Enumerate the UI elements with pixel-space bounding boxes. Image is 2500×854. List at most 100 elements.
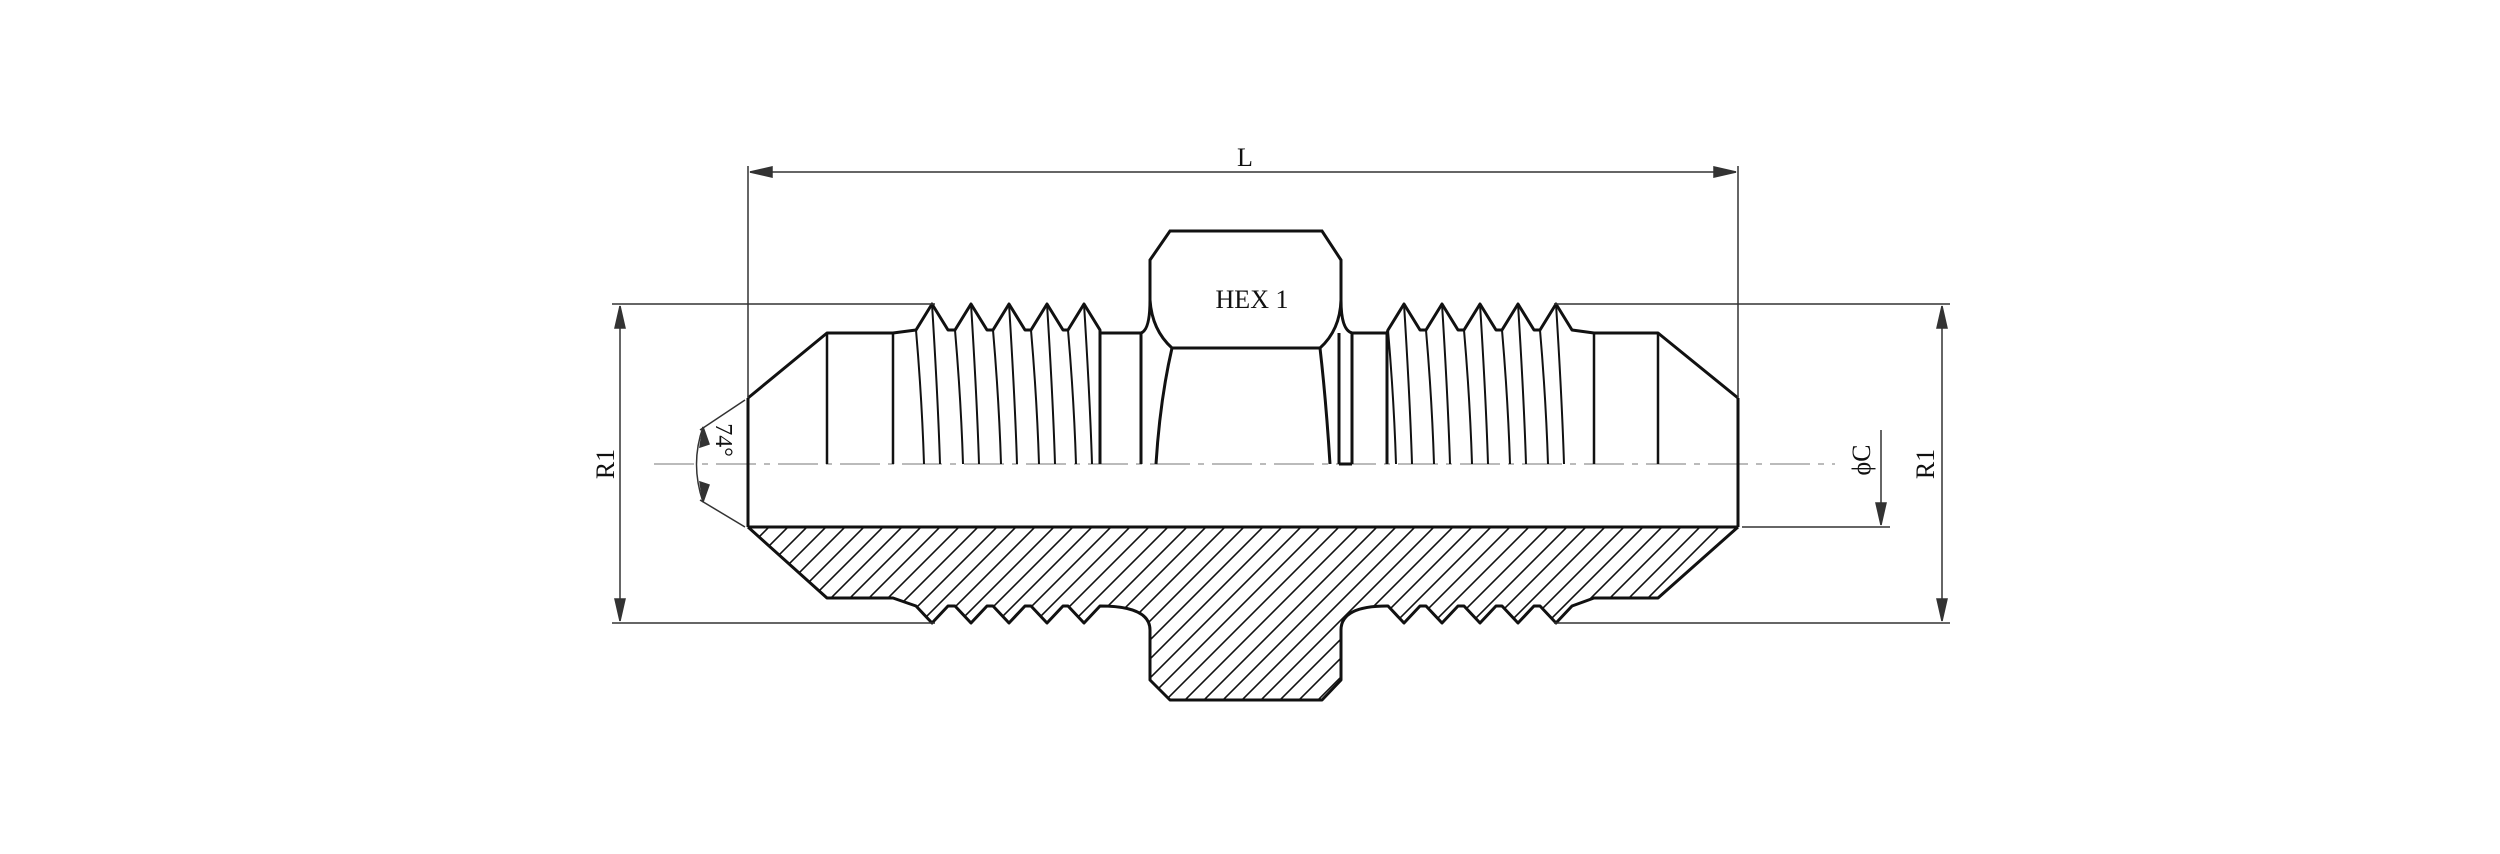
hatch-line	[1658, 527, 1738, 700]
thread-line	[1425, 329, 1435, 465]
hatch-line	[748, 527, 796, 700]
hatch-line	[1773, 520, 1973, 720]
fitting-upper-view	[747, 302, 1739, 465]
thread-line	[1463, 329, 1473, 465]
hatch-line	[1164, 527, 1366, 700]
hatch-line	[1696, 527, 1738, 700]
hatch-line	[1145, 527, 1347, 700]
hatch-line	[1734, 527, 1738, 700]
thread-line	[1501, 329, 1511, 465]
hatch-line	[1031, 527, 1233, 700]
thread-line	[1479, 303, 1489, 465]
hatch-line	[1868, 520, 2068, 720]
thread-line	[954, 329, 964, 465]
hatch-line	[1601, 527, 1738, 700]
hatch-line	[1240, 527, 1442, 700]
thread-line	[1539, 329, 1549, 465]
thread-line	[1067, 329, 1077, 465]
section-hatching	[500, 520, 2087, 720]
fitting-section-view	[746, 525, 1739, 702]
thread-line	[970, 303, 980, 465]
hatch-line	[1849, 520, 2049, 720]
hatch-line	[993, 527, 1195, 700]
thread-line	[915, 329, 925, 465]
hatch-line	[748, 527, 891, 700]
hatch-line	[748, 527, 834, 700]
hatch-line	[748, 527, 777, 700]
thread-right-label: R1	[1911, 449, 1940, 479]
hatch-line	[1487, 527, 1689, 700]
thread-line	[1030, 329, 1040, 465]
hatch-line	[748, 527, 853, 700]
flare-angle-dimension	[695, 399, 746, 528]
hatch-line	[784, 527, 986, 700]
hatch-line	[1887, 520, 2087, 720]
thread-line	[1517, 303, 1527, 465]
hatch-line	[1830, 520, 2030, 720]
thread-line	[1387, 329, 1397, 465]
hatch-line	[748, 527, 758, 700]
hatch-line	[1107, 527, 1309, 700]
hatch-line	[1392, 527, 1594, 700]
hatch-line	[1373, 527, 1575, 700]
hatch-line	[748, 527, 815, 700]
hatch-line	[1278, 527, 1480, 700]
thread-line	[1008, 303, 1018, 465]
hatch-line	[1506, 527, 1708, 700]
hatch-line	[1335, 527, 1537, 700]
hatch-line	[1259, 527, 1461, 700]
hatch-line	[860, 527, 1062, 700]
hatch-line	[1126, 527, 1328, 700]
hatch-line	[1811, 520, 2011, 720]
hatch-line	[1221, 527, 1423, 700]
hatch-line	[538, 520, 738, 720]
hatch-line	[1411, 527, 1613, 700]
hex-label: HEX 1	[1216, 285, 1289, 314]
hatch-line	[1525, 527, 1727, 700]
thread-line	[1083, 303, 1093, 465]
hatch-line	[1297, 527, 1499, 700]
hatch-line	[1677, 527, 1738, 700]
flare-angle-label: 74°	[710, 423, 736, 457]
length-label: L	[1237, 143, 1253, 172]
hatch-line	[1715, 527, 1738, 700]
hatch-line	[1468, 527, 1670, 700]
hatch-line	[1430, 527, 1632, 700]
hatch-line	[955, 527, 1157, 700]
hatch-line	[748, 527, 929, 700]
hatch-line	[1316, 527, 1518, 700]
thread-line	[1441, 303, 1451, 465]
dimension-R1-right	[1554, 303, 1950, 624]
thread-line	[1403, 303, 1413, 465]
hex-body	[1098, 229, 1389, 466]
dimension-R1-left	[612, 303, 935, 624]
hatch-line	[1582, 527, 1738, 700]
upper-outline	[747, 302, 1739, 400]
hatch-line	[519, 520, 719, 720]
hatch-line	[822, 527, 1024, 700]
hatch-line	[748, 527, 910, 700]
hatch-line	[1544, 527, 1738, 700]
hatch-line	[1563, 527, 1738, 700]
hatch-line	[1792, 520, 1992, 720]
hatch-line	[1069, 527, 1271, 700]
hatch-line	[1354, 527, 1556, 700]
hatch-line	[1088, 527, 1290, 700]
hatch-line	[1620, 527, 1738, 700]
hatch-line	[1202, 527, 1404, 700]
dimension-bore	[1742, 430, 1890, 528]
hatch-line	[1639, 527, 1738, 700]
hatch-line	[1449, 527, 1651, 700]
thread-line	[931, 303, 941, 465]
thread-line	[1555, 303, 1565, 465]
thread-line	[1046, 303, 1056, 465]
hatch-line	[1754, 520, 1954, 720]
hatch-line	[748, 527, 872, 700]
dimension-L	[747, 166, 1739, 398]
bore-label: ϕC	[1847, 444, 1876, 475]
hatch-line	[1183, 527, 1385, 700]
hatch-line	[500, 520, 700, 720]
thread-line	[992, 329, 1002, 465]
hatch-line	[748, 527, 948, 700]
